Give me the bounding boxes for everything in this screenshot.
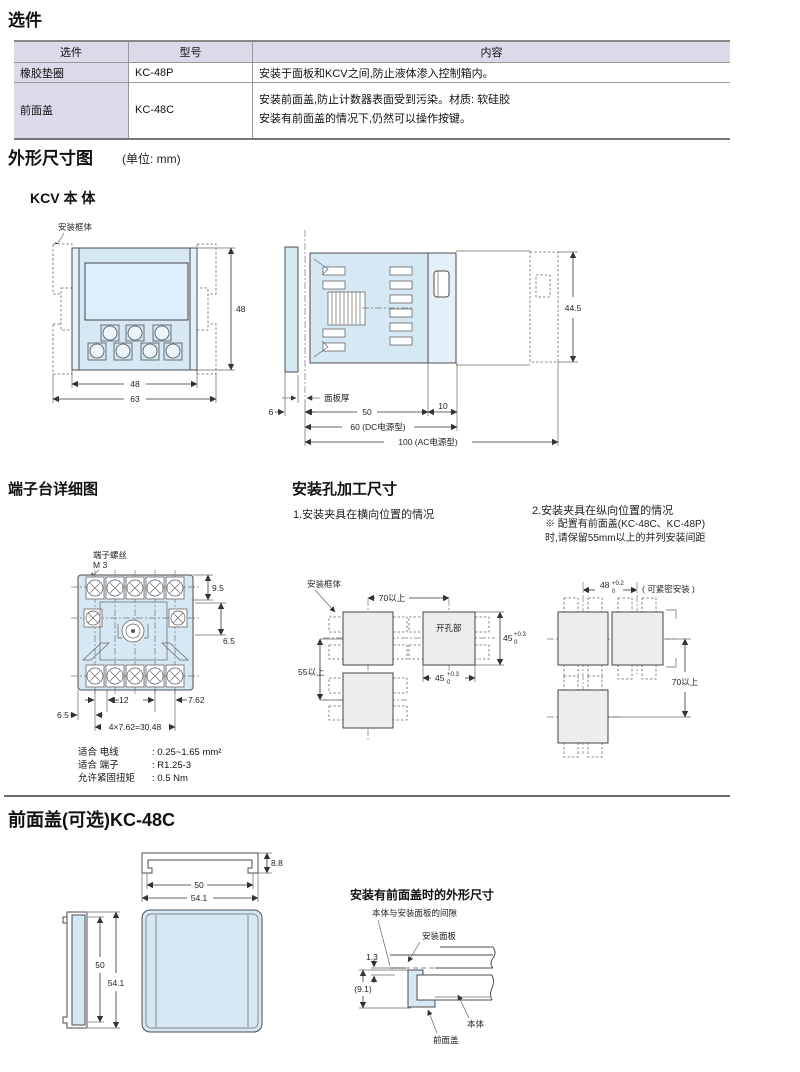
dim-112: 1.12 xyxy=(112,695,129,705)
case2-subtitle: 2.安装夹具在纵向位置的情况 xyxy=(532,505,674,517)
table-row: 橡胶垫圈 KC-48P 安装于面板和KCV之间,防止液体渗入控制箱内。 xyxy=(14,62,730,83)
panel-thickness-label: 面板厚 xyxy=(324,393,350,403)
dim-48: 48 xyxy=(600,580,610,590)
dim-ac: 100 (AC电源型) xyxy=(398,437,458,447)
case1-subtitle: 1.安装夹具在横向位置的情况 xyxy=(293,509,435,521)
note-label: 适合 端子 xyxy=(78,760,119,771)
dim-95: 9.5 xyxy=(212,583,224,593)
dim-541: 54.1 xyxy=(108,978,125,988)
dim-depth: 50 xyxy=(362,407,372,417)
dim-65-right: 6.5 xyxy=(223,636,235,646)
dim-45-bottom: 45 xyxy=(435,673,445,683)
terminal-screws-top xyxy=(85,576,185,600)
clamp-tabs xyxy=(328,616,490,721)
terminal-drawing: 端子螺丝 M 3 xyxy=(57,550,235,732)
tol-dn: 0 xyxy=(612,589,616,595)
note-label: 允许紧固扭矩 xyxy=(78,773,136,784)
section-divider xyxy=(4,795,730,797)
terminal-screws-bottom xyxy=(85,664,185,688)
frame-label: 安装框体 xyxy=(307,579,342,589)
cutout-label: 开孔部 xyxy=(436,623,462,633)
dim-dc: 60 (DC电源型) xyxy=(350,422,405,432)
unit-note: (单位: mm) xyxy=(122,152,181,166)
dim-50: 50 xyxy=(194,880,204,890)
buttons xyxy=(87,324,183,361)
terminal-middle xyxy=(82,601,189,661)
row-content: 安装于面板和KCV之间,防止液体渗入控制箱内。 xyxy=(259,67,494,80)
content-line: 安装前面盖,防止计数器表面受到污染。材质: 软硅胶 xyxy=(259,94,511,107)
dim-541: 54.1 xyxy=(191,893,208,903)
gap-label: 本体与安装面板的间隙 xyxy=(372,908,458,918)
dim-88: 8.8 xyxy=(271,858,283,868)
terminal-title: 端子台详细图 xyxy=(8,481,99,498)
front-view-drawing: 安装框体 48 48 63 xyxy=(52,222,246,404)
dim-70: 70以上 xyxy=(672,677,699,687)
mounting-title: 安装孔加工尺寸 xyxy=(292,481,398,498)
screw-label: 端子螺丝 xyxy=(93,550,128,560)
dim-height: 44.5 xyxy=(565,303,582,313)
mounting-case1-drawing: 安装框体 70以上 55以上 开孔部 45 +0.3 0 xyxy=(298,579,527,741)
cover-label: 前面盖 xyxy=(433,1035,459,1045)
mounted-title: 安装有前面盖时的外形尺寸 xyxy=(350,888,495,902)
options-table-header: 选件 型号 内容 xyxy=(14,41,730,63)
mounting-case2-drawing: 48 +0.2 0 ( 可紧密安装 ) 70以上 xyxy=(547,580,699,758)
note-label: 适合 电线 xyxy=(78,747,119,758)
cover-mounted-drawing: 本体与安装面板的间隙 安装面板 1.3 (9.1) xyxy=(354,908,496,1045)
dim-width-frame: 63 xyxy=(130,394,140,404)
tol-dn: 0 xyxy=(514,640,518,646)
dim-width-body: 48 xyxy=(130,379,140,389)
front-cover-section xyxy=(407,969,436,1008)
tight-note: ( 可紧密安装 ) xyxy=(642,584,695,594)
case2-note-2: 时,请保留55mm以上的并列安装间距 xyxy=(545,533,706,544)
body-label: 本体 xyxy=(467,1019,485,1029)
dim-50: 50 xyxy=(95,960,105,970)
dim-70: 70以上 xyxy=(379,593,406,603)
table-row: 前面盖 KC-48C 安装前面盖,防止计数器表面受到污染。材质: 软硅胶 安装有… xyxy=(14,82,731,139)
content-line: 安装有前面盖的情况下,仍然可以操作按键。 xyxy=(259,113,472,126)
body-section xyxy=(423,974,494,1001)
dim-pitch: 4×7.62=30.48 xyxy=(109,722,162,732)
terminal-notes: 适合 电线 : 0.25~1.65 mm² 适合 端子 : R1.25-3 允许紧固… xyxy=(78,746,221,785)
dim-65-left: 6.5 xyxy=(57,710,69,720)
dim-91: (9.1) xyxy=(354,984,372,994)
vents xyxy=(322,266,413,352)
note-value: : R1.25-3 xyxy=(152,760,192,771)
row-model: KC-48C xyxy=(128,82,253,139)
row-option: 前面盖 xyxy=(14,82,129,139)
tol-up: +0.3 xyxy=(514,632,527,638)
header-model: 型号 xyxy=(128,41,253,63)
header-option: 选件 xyxy=(14,41,129,63)
cover-profile-drawing: 8.8 50 54.1 xyxy=(141,852,283,903)
front-cover-title: 前面盖(可选)KC-48C xyxy=(8,810,176,830)
panel-label: 安装面板 xyxy=(422,931,457,941)
note-value: : 0.5 Nm xyxy=(152,773,188,784)
tol-up: +0.3 xyxy=(447,672,460,678)
tol-up: +0.2 xyxy=(612,581,625,587)
screw-size: M 3 xyxy=(93,560,107,570)
dim-45-right: 45 xyxy=(503,633,513,643)
dim-clip: 10 xyxy=(438,401,448,411)
mounting-panel xyxy=(390,946,496,969)
options-title: 选件 xyxy=(8,11,42,30)
side-view-drawing: 44.5 面板厚 6 50 10 60 (DC电源型) 100 (AC电源型) xyxy=(269,230,582,447)
row-model: KC-48P xyxy=(128,62,253,83)
tol-dn: 0 xyxy=(447,680,451,686)
dim-762: 7.62 xyxy=(188,695,205,705)
row-option: 橡胶垫圈 xyxy=(14,62,129,83)
dim-13: 1.3 xyxy=(366,952,378,962)
dimensions-title: 外形尺寸图 xyxy=(8,149,93,168)
ribbed-block xyxy=(327,291,366,326)
header-content: 内容 xyxy=(252,41,730,63)
dim-height: 48 xyxy=(236,304,246,314)
dim-bezel: 6 xyxy=(269,407,274,417)
cover-side-drawing: 50 54.1 xyxy=(62,911,125,1029)
cover-front-drawing xyxy=(141,909,263,1033)
row-content: 安装前面盖,防止计数器表面受到污染。材质: 软硅胶 安装有前面盖的情况下,仍然可… xyxy=(253,83,731,139)
note-value: : 0.25~1.65 mm² xyxy=(152,747,222,758)
frame-label: 安装框体 xyxy=(58,222,93,232)
case2-note-1: ※ 配置有前面盖(KC-48C、KC-48P) xyxy=(545,519,706,530)
dim-55: 55以上 xyxy=(298,667,325,677)
kcv-body-subtitle: KCV 本 体 xyxy=(30,190,96,206)
options-table: 选件 型号 内容 橡胶垫圈 KC-48P 安装于面板和KCV之间,防止液体渗入控… xyxy=(14,40,730,140)
